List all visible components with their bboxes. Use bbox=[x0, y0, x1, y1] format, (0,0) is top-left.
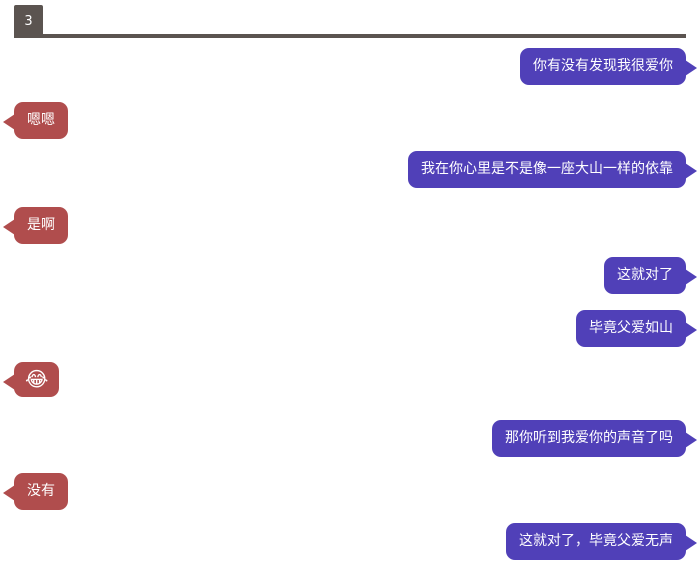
incoming-message-bubble[interactable]: 没有 bbox=[3, 473, 68, 510]
message-row: 我在你心里是不是像一座大山一样的依靠 bbox=[408, 151, 697, 188]
outgoing-message-bubble[interactable]: 这就对了 bbox=[604, 257, 697, 294]
message-row: 你有没有发现我很爱你 bbox=[520, 48, 697, 85]
tab-underline bbox=[43, 34, 686, 38]
message-row: 没有 bbox=[3, 473, 68, 510]
outgoing-message-bubble[interactable]: 你有没有发现我很爱你 bbox=[520, 48, 697, 85]
message-row: 这就对了，毕竟父爱无声 bbox=[506, 523, 697, 560]
message-row: 嗯嗯 bbox=[3, 102, 68, 139]
incoming-message-bubble[interactable]: 是啊 bbox=[3, 207, 68, 244]
incoming-message-bubble[interactable]: 嗯嗯 bbox=[3, 102, 68, 139]
message-row: 😂 bbox=[2, 362, 60, 397]
tab-strip: 3 bbox=[0, 0, 697, 38]
incoming-message-bubble[interactable]: 😂 bbox=[2, 362, 60, 397]
tab-label: 3 bbox=[24, 14, 33, 29]
outgoing-message-bubble[interactable]: 那你听到我爱你的声音了吗 bbox=[492, 420, 697, 457]
chat-message-list: 你有没有发现我很爱你嗯嗯我在你心里是不是像一座大山一样的依靠是啊这就对了毕竟父爱… bbox=[0, 38, 697, 573]
message-row: 毕竟父爱如山 bbox=[576, 310, 697, 347]
message-row: 是啊 bbox=[3, 207, 68, 244]
outgoing-message-bubble[interactable]: 我在你心里是不是像一座大山一样的依靠 bbox=[408, 151, 697, 188]
message-row: 那你听到我爱你的声音了吗 bbox=[492, 420, 697, 457]
tab-3[interactable]: 3 bbox=[14, 5, 43, 38]
message-row: 这就对了 bbox=[604, 257, 697, 294]
outgoing-message-bubble[interactable]: 毕竟父爱如山 bbox=[576, 310, 697, 347]
outgoing-message-bubble[interactable]: 这就对了，毕竟父爱无声 bbox=[506, 523, 697, 560]
